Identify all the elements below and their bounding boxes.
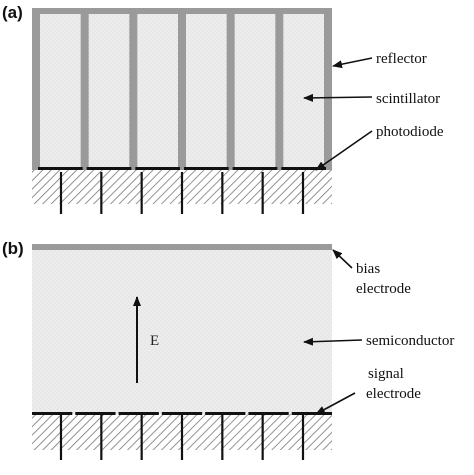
panel-a-label: (a) [2, 3, 23, 22]
scintillator-pixels [40, 14, 324, 168]
signal-electrode-pad [205, 412, 246, 415]
bias-label-line2: electrode [356, 281, 411, 297]
signal-pointer [315, 392, 356, 415]
signal-electrode-pad [75, 412, 116, 415]
photodiode-pad [281, 167, 326, 170]
semiconductor-layer [32, 250, 332, 414]
readout-lines-a [59, 172, 305, 214]
signal-electrode-pad [118, 412, 159, 415]
photodiode-pointer [315, 130, 373, 171]
signal-label-line2: electrode [366, 386, 421, 402]
scintillator-pixel [137, 14, 178, 168]
field-label: E [150, 333, 159, 349]
reflector-frame [32, 8, 332, 170]
scintillator-pixel [40, 14, 81, 168]
semiconductor-pointer [303, 337, 363, 346]
photodiode-pads [38, 167, 326, 170]
scintillator-label: scintillator [376, 91, 440, 107]
scintillator-pixel [186, 14, 227, 168]
signal-label-line1: signal [368, 366, 404, 382]
photodiode-label: photodiode [376, 124, 444, 140]
panel-b-label: (b) [2, 239, 24, 258]
bias-pointer [332, 249, 353, 269]
bias-label-line1: bias [356, 261, 380, 277]
photodiode-pad [135, 167, 180, 170]
reflector-label: reflector [376, 51, 427, 67]
signal-electrode-pad [291, 412, 332, 415]
readout-lines-b [59, 415, 305, 460]
panel-a: (a) reflector scintillator photodiode [2, 3, 444, 214]
scintillator-pointer [303, 93, 373, 102]
signal-electrode-pad [248, 412, 289, 415]
photodiode-pad [232, 167, 278, 170]
photodiode-pad [86, 167, 132, 170]
reflector-pointer [332, 57, 373, 69]
panel-b: (b) E bias electrode semiconductor signa… [2, 239, 454, 460]
signal-electrode-pads [32, 412, 332, 415]
scintillator-pixel [88, 14, 130, 168]
bias-electrode [32, 244, 332, 250]
photodiode-pad [184, 167, 229, 170]
semiconductor-label: semiconductor [366, 333, 454, 349]
signal-electrode-pad [161, 412, 203, 415]
scintillator-pixel [234, 14, 276, 168]
signal-electrode-pad [32, 412, 73, 415]
scintillator-pixel [283, 14, 324, 168]
photodiode-pad [38, 167, 83, 170]
